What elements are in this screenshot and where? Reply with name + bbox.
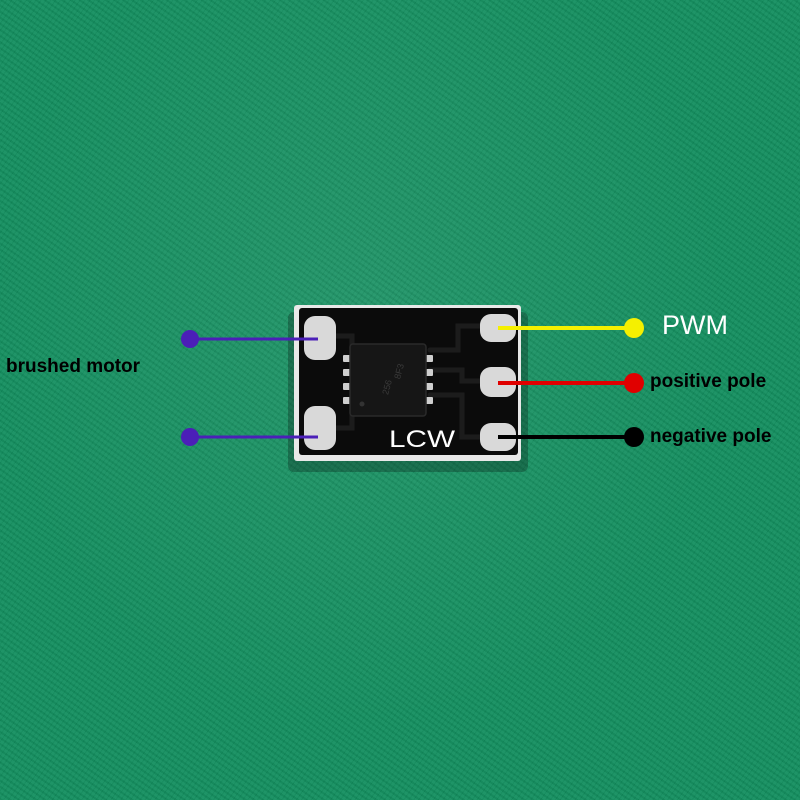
driver-chip bbox=[349, 343, 427, 417]
motor-wire-1-end bbox=[181, 330, 199, 348]
motor-wire-2-end bbox=[181, 428, 199, 446]
pcb-traces bbox=[331, 323, 485, 440]
chip-marking-line-2: 256 bbox=[380, 379, 394, 396]
negative-wire-end bbox=[624, 427, 644, 447]
negative-pole-label: negative pole bbox=[650, 426, 772, 447]
positive-pole-label: positive pole bbox=[650, 371, 767, 392]
motor-pad-1 bbox=[304, 316, 336, 360]
pwm-label: PWM bbox=[662, 310, 728, 340]
chip-marking-line-1: 8F3 bbox=[392, 362, 406, 380]
ic-leads bbox=[343, 355, 433, 404]
positive-wire-end bbox=[624, 373, 644, 393]
chip-pin1-dot bbox=[359, 401, 365, 407]
pwm-wire-end bbox=[624, 318, 644, 338]
board-silkscreen: LCW bbox=[389, 426, 455, 453]
motor-pad-2 bbox=[304, 406, 336, 450]
brushed-motor-label: brushed motor bbox=[6, 356, 141, 377]
